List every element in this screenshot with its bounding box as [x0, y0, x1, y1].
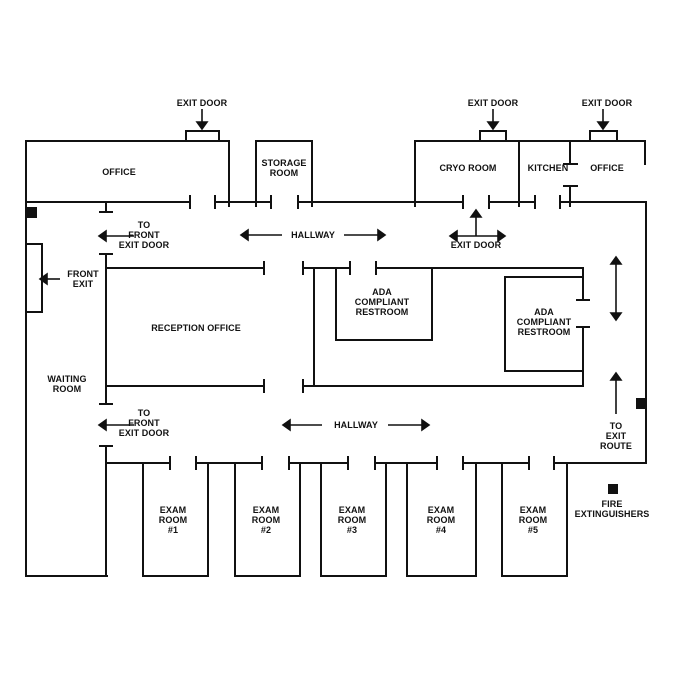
hallway-top-label: HALLWAY	[291, 230, 335, 240]
fire-extinguisher-icon	[27, 207, 646, 494]
exit-door-label-right: EXIT DOOR	[581, 98, 633, 108]
to-front-exit-door-bottom-label: TO FRONT EXIT DOOR	[118, 408, 170, 438]
exam-room-5-wall	[501, 462, 568, 577]
walls	[25, 140, 647, 577]
to-front-exit-door-top-label: TO FRONT EXIT DOOR	[118, 220, 170, 250]
outer-wall-left	[25, 205, 108, 577]
ada-restroom-1-wall	[335, 267, 433, 341]
kitchen-label: KITCHEN	[527, 163, 569, 173]
right-outer-wall	[553, 201, 647, 464]
exam-room-2-label: EXAM ROOM #2	[251, 505, 281, 535]
exit-door-label-left: EXIT DOOR	[176, 98, 228, 108]
exam-room-1-wall	[142, 462, 209, 577]
exam-room-1-label: EXAM ROOM #1	[158, 505, 188, 535]
arrow-icon	[38, 109, 623, 432]
kitchen-office-wall	[518, 140, 646, 165]
office-top-left-wall	[25, 140, 230, 207]
exam-room-5-label: EXAM ROOM #5	[518, 505, 548, 535]
exam-room-3-label: EXAM ROOM #3	[337, 505, 367, 535]
waiting-room-label: WAITING ROOM	[47, 374, 87, 394]
front-exit-label: FRONT EXIT	[67, 269, 99, 289]
ada-restroom-2-label: ADA COMPLIANT RESTROOM	[516, 307, 572, 337]
exam-room-4-label: EXAM ROOM #4	[426, 505, 456, 535]
storage-room-wall	[255, 140, 313, 207]
office-top-left-label: OFFICE	[102, 167, 136, 177]
ada-restroom-2-wall	[504, 276, 584, 372]
ada-restroom-1-label: ADA COMPLIANT RESTROOM	[354, 287, 410, 317]
reception-office-label: RECEPTION OFFICE	[151, 323, 241, 333]
exit-door-label-mid: EXIT DOOR	[467, 98, 519, 108]
storage-room-label: STORAGE ROOM	[261, 158, 307, 178]
exam-room-4-wall	[406, 462, 477, 577]
fire-extinguishers-label: FIRE EXTINGUISHERS	[574, 499, 650, 519]
hallway-bottom-label: HALLWAY	[334, 420, 378, 430]
cryo-room-label: CRYO ROOM	[439, 163, 497, 173]
cryo-room-wall	[414, 140, 520, 207]
to-exit-route-label: TO EXIT ROUTE	[600, 421, 632, 451]
exam-room-3-wall	[320, 462, 387, 577]
exit-door-hall-label: EXIT DOOR	[450, 240, 502, 250]
exam-room-2-wall	[234, 462, 301, 577]
office-top-right-label: OFFICE	[590, 163, 624, 173]
exit-door-icon	[25, 130, 618, 313]
